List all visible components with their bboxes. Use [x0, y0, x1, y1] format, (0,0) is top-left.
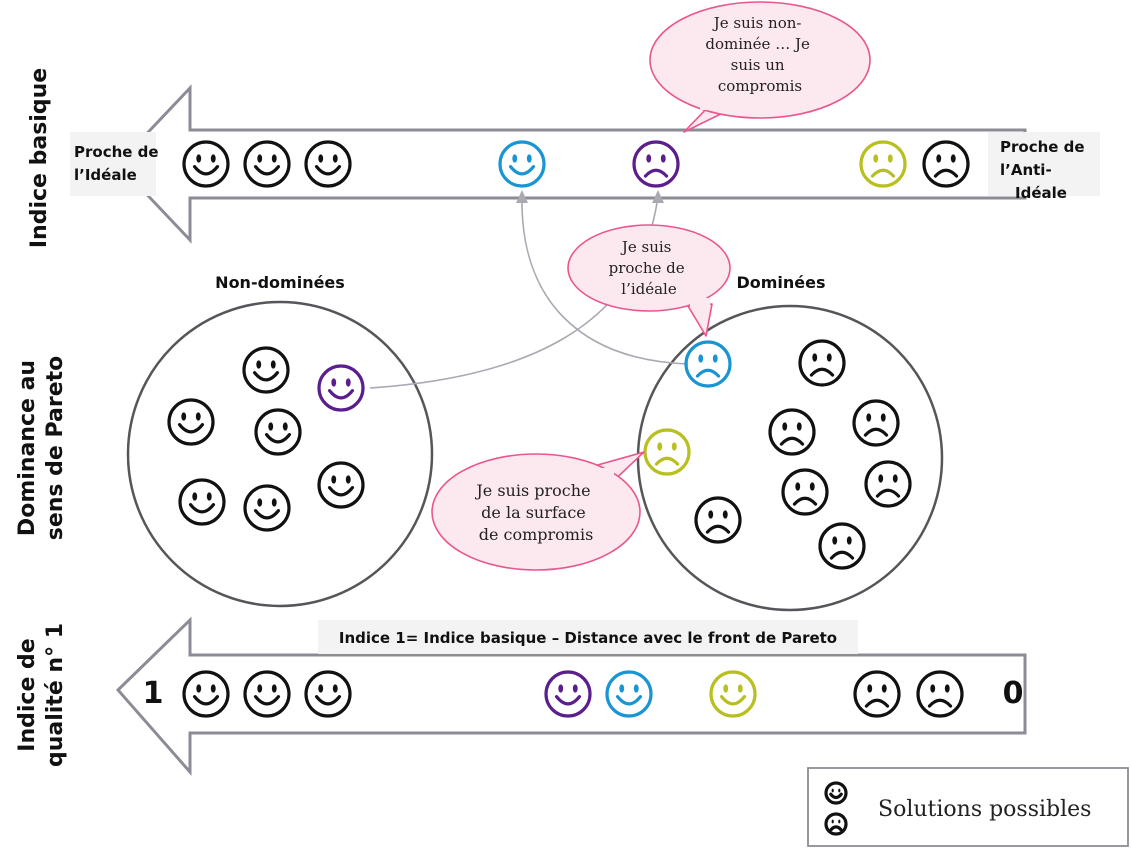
top-arrow-sad-face-icon [922, 140, 970, 188]
non-dominated-happy-face-icon [243, 484, 291, 532]
bottom-left-value: 1 [143, 676, 164, 711]
label-pareto-dominance: Dominance au sens de Pareto [15, 356, 68, 541]
dominated-sad-face-icon [864, 460, 912, 508]
svg-text:Indice de: Indice de [15, 638, 40, 751]
top-arrow-sad-face-icon [632, 140, 680, 188]
top-arrow-left-panel [70, 132, 156, 196]
top-arrow: Proche de l’Idéale Proche de l’Anti- Idé… [70, 84, 1100, 244]
connector-blue-to-top [521, 195, 689, 365]
dominated-sad-face-icon [818, 522, 866, 570]
top-arrow-right-panel [988, 132, 1100, 196]
bottom-arrow-happy-face-icon [182, 670, 230, 718]
top-arrow-happy-face-icon [304, 140, 352, 188]
bubble-compromise-shape [649, 1, 871, 119]
bubble-ideal-shape [567, 224, 731, 312]
bubble-surface-shape [431, 453, 641, 571]
bottom-right-value: 0 [1003, 676, 1024, 711]
svg-text:sens de Pareto: sens de Pareto [43, 356, 68, 541]
dominated-sad-face-icon [852, 399, 900, 447]
bottom-arrow-title: Indice 1= Indice basique – Distance avec… [339, 629, 837, 647]
top-arrow-happy-face-icon [498, 140, 546, 188]
bottom-arrow-sad-face-icon [853, 670, 901, 718]
dominated-sad-face-icon [768, 408, 816, 456]
dominated-sad-face-icon [781, 468, 829, 516]
dominated-sad-face-icon [694, 496, 742, 544]
legend-label: Solutions possibles [878, 797, 1091, 822]
legend-box [807, 767, 1129, 847]
non-dominated-happy-face-icon [317, 364, 365, 412]
non-dominated-title: Non-dominées [215, 273, 345, 292]
bottom-arrow-happy-face-icon [304, 670, 352, 718]
bubble-compromise: Je suis non- dominée … Je suis un compro… [649, 1, 871, 133]
top-arrow-happy-face-icon [243, 140, 291, 188]
bubble-compromise-text: Je suis non- dominée … Je suis un compro… [705, 14, 814, 95]
connector-blue-arrowhead [516, 190, 528, 203]
bottom-arrow-title-panel [318, 620, 858, 654]
bottom-arrow-shape [115, 616, 1027, 776]
label-quality-index: Indice de qualité n° 1 [15, 623, 68, 767]
top-arrow-faces [182, 140, 970, 188]
top-arrow-shape [115, 84, 1027, 244]
label-basic-index: Indice basique [27, 68, 52, 248]
bubble-surface-text: Je suis proche de la surface de compromi… [474, 481, 595, 544]
non-dominated-happy-face-icon [242, 346, 290, 394]
bubble-surface: Je suis proche de la surface de compromi… [431, 451, 645, 571]
top-arrow-happy-face-icon [182, 140, 230, 188]
non-dominated-happy-face-icon [317, 461, 365, 509]
bottom-arrow-sad-face-icon [916, 670, 964, 718]
bottom-arrow: Indice 1= Indice basique – Distance avec… [115, 616, 1027, 776]
top-right-label: Proche de l’Anti- Idéale [1000, 138, 1090, 202]
bottom-arrow-happy-face-icon [243, 670, 291, 718]
top-arrow-sad-face-icon [859, 140, 907, 188]
svg-text:Dominance au: Dominance au [15, 360, 40, 536]
legend: Solutions possibles [807, 767, 1129, 847]
non-dominated-happy-face-icon [254, 408, 302, 456]
non-dominated-happy-face-icon [178, 478, 226, 526]
dominated-faces [643, 339, 912, 570]
connector-purple-arrowhead [652, 190, 664, 203]
dominated-sad-face-icon [798, 339, 846, 387]
dominated-set-circle [636, 304, 944, 612]
dominated-title: Dominées [736, 273, 825, 292]
dominated-sad-face-icon [643, 428, 691, 476]
bottom-arrow-happy-face-icon [605, 670, 653, 718]
legend-sad-face-icon [824, 812, 848, 836]
bubble-ideal: Je suis proche de l’idéale [567, 224, 731, 337]
dominated-sad-face-icon [684, 340, 732, 388]
bubble-ideal-text: Je suis proche de l’idéale [609, 238, 690, 298]
bottom-arrow-happy-face-icon [709, 670, 757, 718]
non-dominated-faces [167, 346, 365, 532]
bottom-arrow-faces [182, 670, 964, 718]
top-left-label: Proche de l’Idéale [74, 143, 164, 184]
svg-text:qualité n° 1: qualité n° 1 [43, 623, 68, 767]
legend-faces [824, 781, 848, 836]
bottom-arrow-happy-face-icon [544, 670, 592, 718]
non-dominated-happy-face-icon [167, 398, 215, 446]
legend-happy-face-icon [824, 781, 848, 805]
